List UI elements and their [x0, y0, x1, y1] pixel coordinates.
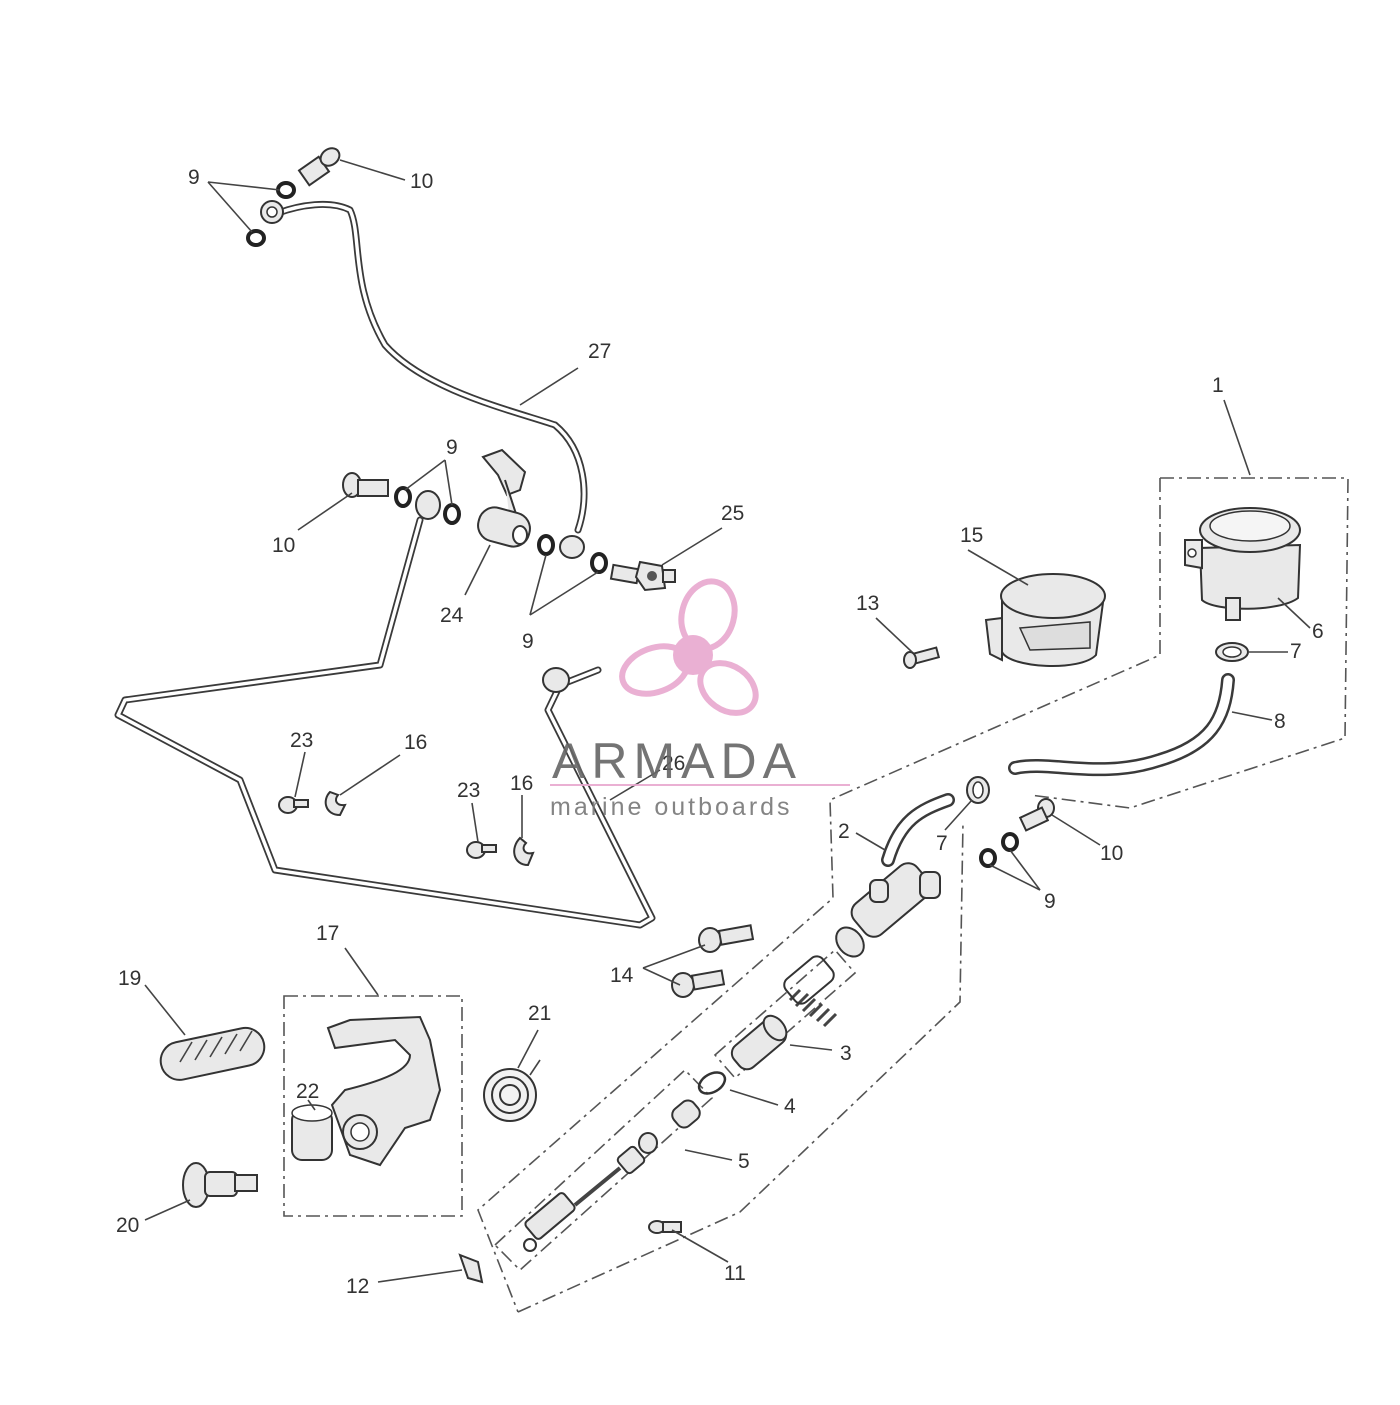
washer-middle-1 — [394, 486, 412, 508]
brake-light-switch — [609, 560, 676, 592]
callout-pedal-assembly: 17 — [316, 922, 339, 945]
assembly-boundary-pushrod — [493, 1068, 714, 1272]
mounting-bolt-1 — [698, 924, 755, 953]
brake-hose-upper — [260, 200, 588, 559]
washer-top-1 — [276, 181, 296, 199]
reservoir-hose — [1008, 673, 1235, 777]
callout-pedal-bush: 22 — [296, 1080, 319, 1103]
callout-reservoir-guard: 15 — [960, 524, 983, 547]
feed-hose — [881, 793, 955, 867]
callout-banjo-bolt: 10 — [272, 534, 295, 557]
master-cylinder-body — [835, 862, 941, 958]
callout-washer: 9 — [522, 630, 534, 653]
callout-circlip: 4 — [784, 1095, 796, 1118]
circlip — [697, 1071, 727, 1095]
callout-washer: 9 — [1044, 890, 1056, 913]
callout-guard-screw: 13 — [856, 592, 879, 615]
callout-pipe-clip: 16 — [404, 731, 427, 754]
assembly-boundary-master-cylinder — [517, 821, 964, 1313]
propeller-logo-icon — [619, 578, 759, 716]
pipe-clip-left — [324, 790, 347, 817]
reservoir-guard — [984, 573, 1106, 668]
brand-tagline: marine outboards — [550, 793, 793, 821]
callout-banjo-bolt: 10 — [1100, 842, 1123, 865]
pedal-rubber — [159, 1026, 266, 1081]
callout-pedal-rubber: 19 — [118, 967, 141, 990]
pedal-bush — [291, 1104, 333, 1161]
clip-screw-left — [278, 796, 309, 814]
hose-clip-upper — [1215, 642, 1249, 662]
banjo-bolt-top — [297, 147, 341, 187]
callout-reservoir-assembly: 1 — [1212, 374, 1224, 397]
banjo-bolt-middle — [342, 472, 389, 498]
callout-clip-screw: 23 — [290, 729, 313, 752]
pedal-pivot-bolt — [182, 1162, 258, 1208]
pipe-clip-right — [513, 836, 535, 867]
callout-labels: 9 10 27 9 10 24 9 25 1 15 13 6 7 8 23 16… — [116, 166, 1324, 1298]
callout-washer: 9 — [188, 166, 200, 189]
armada-watermark: ARMADA marine outboards — [550, 578, 850, 821]
callout-pivot-bolt: 20 — [116, 1214, 139, 1237]
assembly-boundary-piston — [713, 948, 857, 1080]
piston — [730, 1014, 788, 1071]
washer-right-2 — [979, 848, 997, 868]
washer-middle-4 — [590, 552, 608, 574]
callout-brake-switch: 25 — [721, 502, 744, 525]
washer-middle-3 — [537, 534, 555, 556]
callout-brake-hose: 27 — [588, 340, 611, 363]
callout-piston: 3 — [840, 1042, 852, 1065]
banjo-bolt-right — [1018, 798, 1055, 832]
pushrod-assembly — [523, 1099, 701, 1252]
callout-clip-screw: 23 — [457, 779, 480, 802]
brake-pipe-lower — [114, 516, 656, 929]
assembly-boundary-reservoir — [477, 477, 1349, 1313]
split-pin — [458, 1253, 484, 1284]
callout-split-pin: 12 — [346, 1275, 369, 1298]
callout-reservoir: 6 — [1312, 620, 1324, 643]
callout-brake-pipe: 26 — [662, 752, 685, 775]
fluid-reservoir — [1184, 507, 1302, 621]
callout-washer: 9 — [446, 436, 458, 459]
callout-hose-clip: 7 — [936, 832, 948, 855]
guard-screw — [903, 646, 941, 669]
pedal-return-spring — [483, 1059, 541, 1122]
banjo-fitting-lower — [415, 490, 441, 520]
callout-hose-clip: 7 — [1290, 640, 1302, 663]
callout-banjo-bolt: 10 — [410, 170, 433, 193]
return-spring-cylinder — [783, 955, 838, 1028]
clevis-pin-bolt — [648, 1220, 682, 1234]
callout-switch-bracket: 24 — [440, 604, 464, 627]
callout-pushrod: 5 — [738, 1150, 750, 1173]
washer-top-2 — [246, 229, 266, 247]
callout-return-spring: 21 — [528, 1002, 551, 1025]
switch-bracket — [477, 448, 531, 548]
leader-lines — [144, 159, 1311, 1283]
mounting-bolt-2 — [671, 969, 726, 998]
clip-screw-right — [466, 841, 497, 859]
callout-clevis-bolt: 11 — [724, 1262, 746, 1285]
callout-pipe-clip: 16 — [510, 772, 533, 795]
assembly-boundary-pedal — [283, 995, 463, 1217]
washer-right-1 — [1001, 832, 1019, 852]
callout-reservoir-hose: 8 — [1274, 710, 1286, 733]
callout-mounting-bolt: 14 — [610, 964, 634, 987]
callout-feed-hose: 2 — [838, 820, 850, 843]
hose-clip-lower — [966, 776, 990, 804]
washer-middle-2 — [443, 503, 461, 525]
brake-pedal — [326, 1015, 442, 1167]
brand-wordmark: ARMADA — [552, 733, 802, 789]
